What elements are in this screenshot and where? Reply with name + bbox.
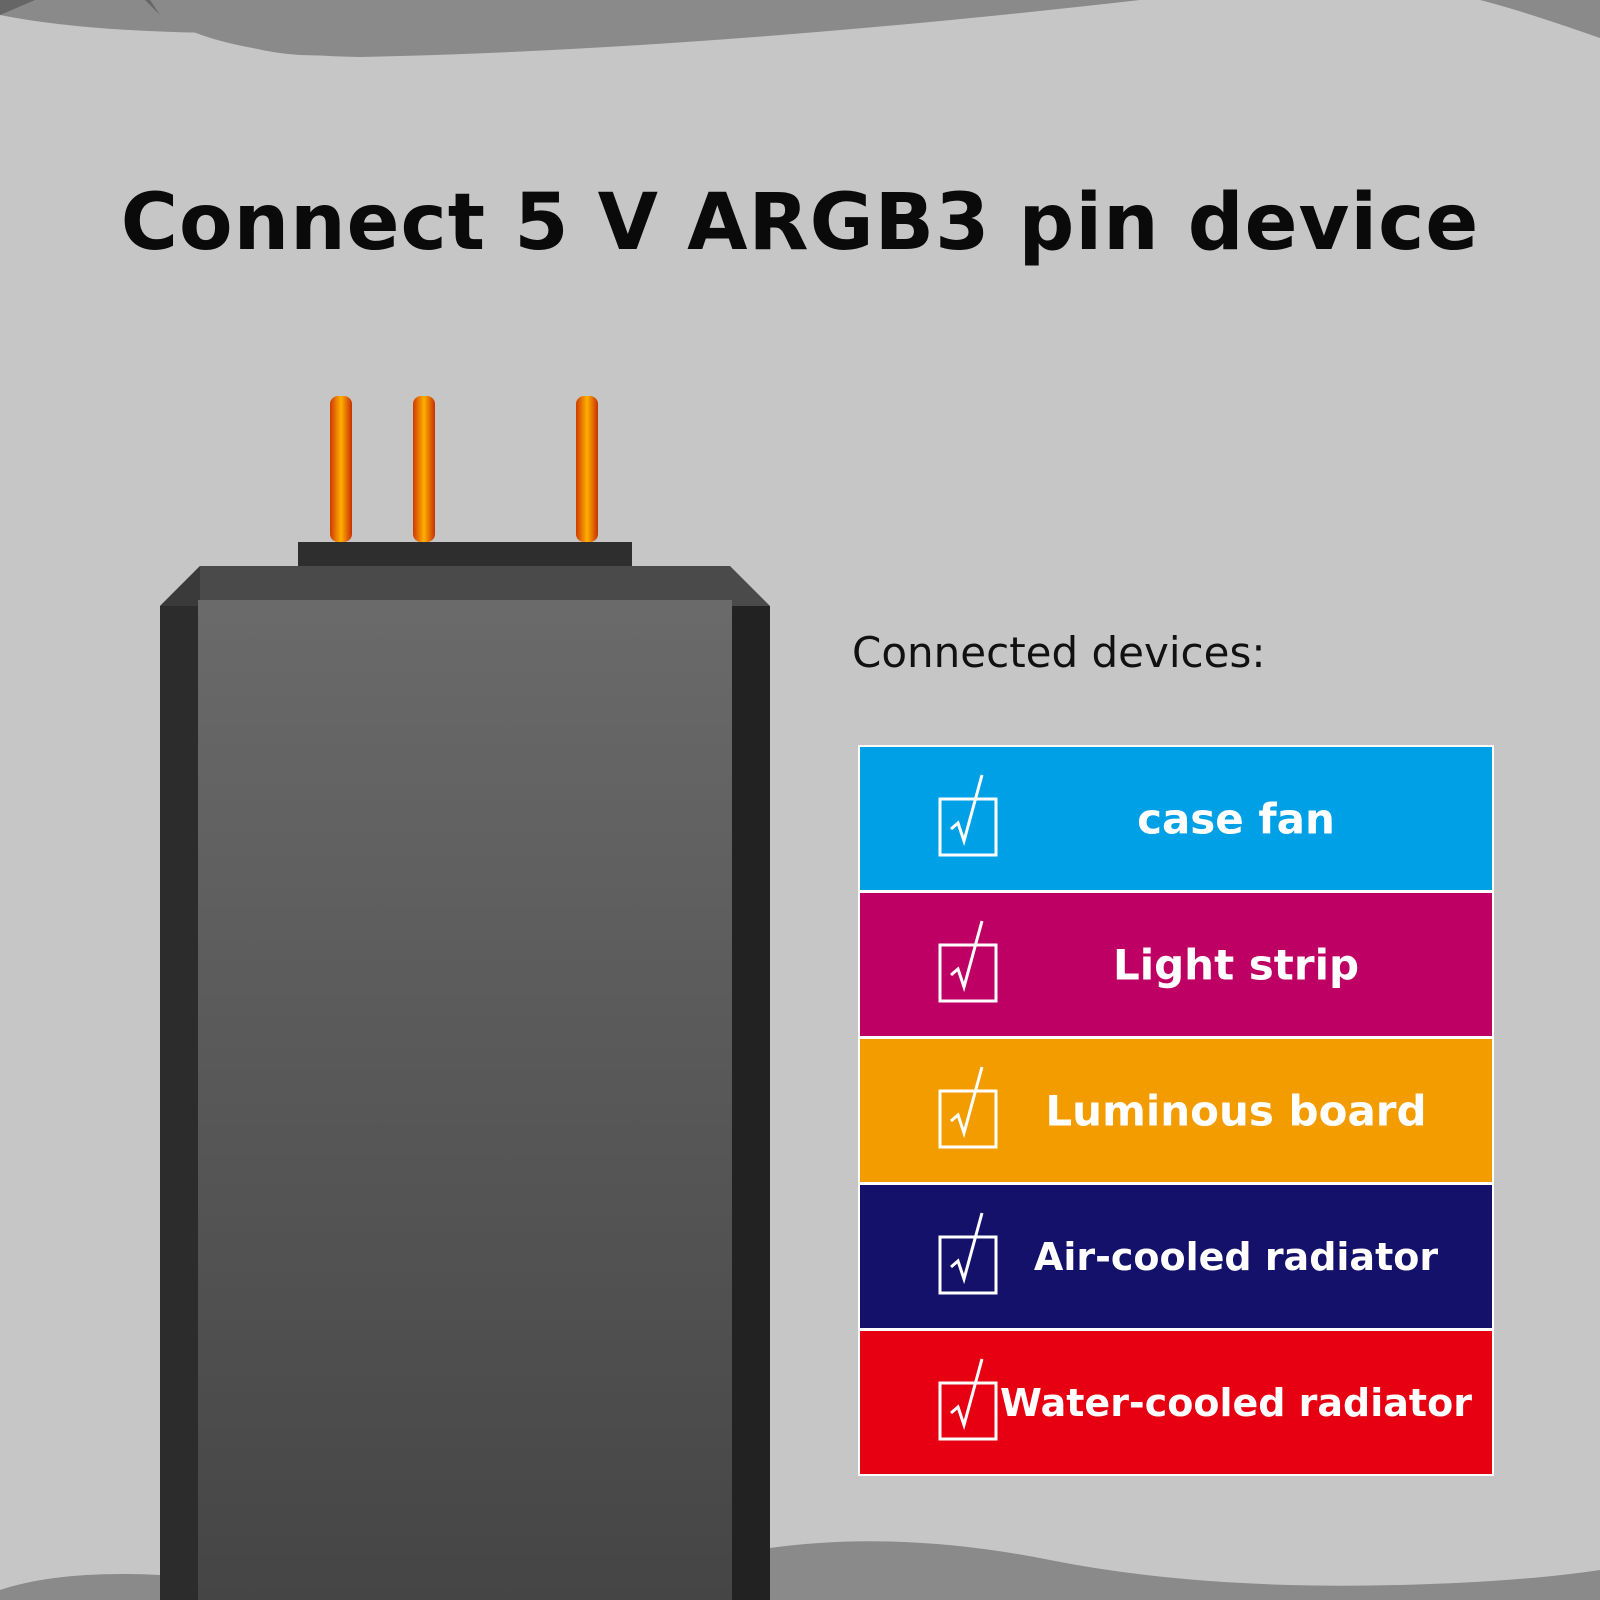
connected-devices-list: case fan Light strip Luminous board Air-…	[858, 745, 1494, 1476]
device-label: Light strip	[1112, 940, 1360, 989]
page-title: Connect 5 V ARGB3 pin device	[120, 178, 1480, 268]
device-row-luminous-board: Luminous board	[860, 1039, 1492, 1182]
device-row-case-fan: case fan	[860, 747, 1492, 890]
device-row-air-cooled-radiator: Air-cooled radiator	[860, 1185, 1492, 1328]
argb-connector	[160, 396, 770, 1600]
device-label: Water-cooled radiator	[1000, 1380, 1472, 1425]
device-label: Air-cooled radiator	[1033, 1234, 1439, 1279]
top-waves	[0, 0, 1600, 57]
connected-devices-heading: Connected devices:	[852, 628, 1266, 677]
device-row-light-strip: Light strip	[860, 893, 1492, 1036]
checkbox-checked-icon	[938, 920, 998, 1003]
bottom-waves	[0, 1541, 1600, 1600]
checkbox-checked-icon	[938, 1212, 998, 1295]
device-row-water-cooled-radiator: Water-cooled radiator	[860, 1331, 1492, 1474]
checkbox-checked-icon	[938, 1066, 998, 1149]
checkbox-checked-icon	[938, 774, 998, 857]
device-label: case fan	[1137, 794, 1335, 843]
checkbox-checked-icon	[938, 1358, 998, 1441]
device-label: Luminous board	[1045, 1086, 1427, 1135]
